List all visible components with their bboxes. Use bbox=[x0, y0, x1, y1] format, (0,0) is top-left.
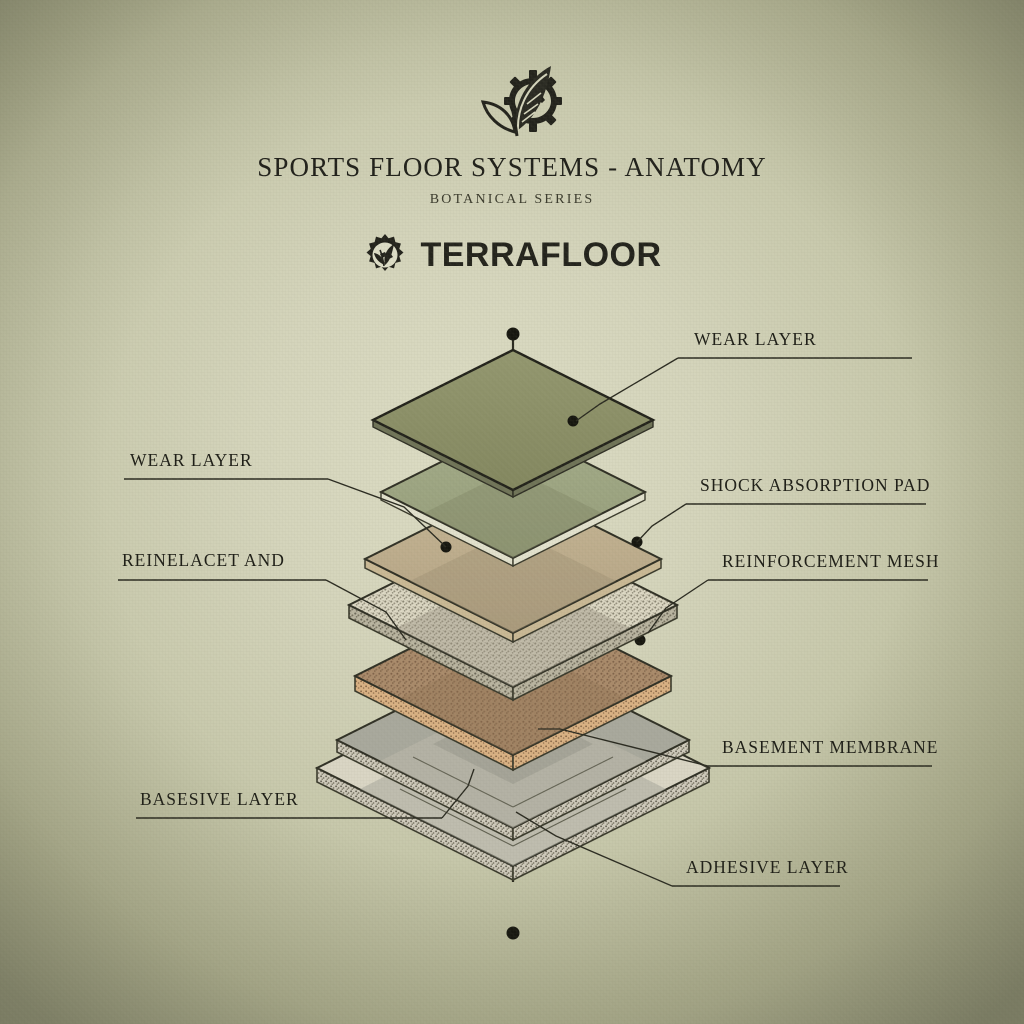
leader-line bbox=[647, 579, 709, 634]
leader-line bbox=[575, 357, 679, 422]
leader-line bbox=[325, 579, 407, 641]
layer-wear-layer[interactable] bbox=[370, 348, 656, 499]
label-basesive-layer[interactable]: BASESIVE LAYER bbox=[140, 789, 299, 809]
label-adhesive-layer[interactable]: ADHESIVE LAYER bbox=[686, 857, 849, 877]
label-reinelacet-and[interactable]: REINELACET AND bbox=[122, 550, 285, 570]
label-basement-membrane[interactable]: BASEMENT MEMBRANE bbox=[722, 737, 939, 757]
brand-name: TERRAFLOOR bbox=[420, 235, 662, 274]
label-wear-layer-right[interactable]: WEAR LAYER bbox=[694, 329, 817, 349]
label-shock-absorption-pad[interactable]: SHOCK ABSORPTION PAD bbox=[700, 475, 931, 495]
gear-sprout-icon bbox=[366, 234, 404, 271]
leader-line bbox=[538, 728, 709, 767]
leaf-gear-icon bbox=[480, 66, 562, 137]
page-title: SPORTS FLOOR SYSTEMS - ANATOMY bbox=[257, 152, 767, 182]
axis-dot-top bbox=[506, 327, 520, 341]
leader-lines bbox=[118, 357, 932, 887]
leader-line bbox=[441, 768, 475, 819]
leader-line bbox=[327, 478, 447, 548]
axis-dot-bottom bbox=[506, 926, 520, 940]
anchor-dot-wear-layer bbox=[567, 415, 579, 427]
label-reinforcement-mesh[interactable]: REINFORCEMENT MESH bbox=[722, 551, 940, 571]
brand-row: TERRAFLOOR bbox=[0, 232, 1024, 278]
leader-line bbox=[636, 503, 687, 543]
page-subtitle: BOTANICAL SERIES bbox=[429, 192, 595, 207]
leader-line bbox=[515, 811, 673, 887]
label-wear-layer-left[interactable]: WEAR LAYER bbox=[130, 450, 253, 470]
